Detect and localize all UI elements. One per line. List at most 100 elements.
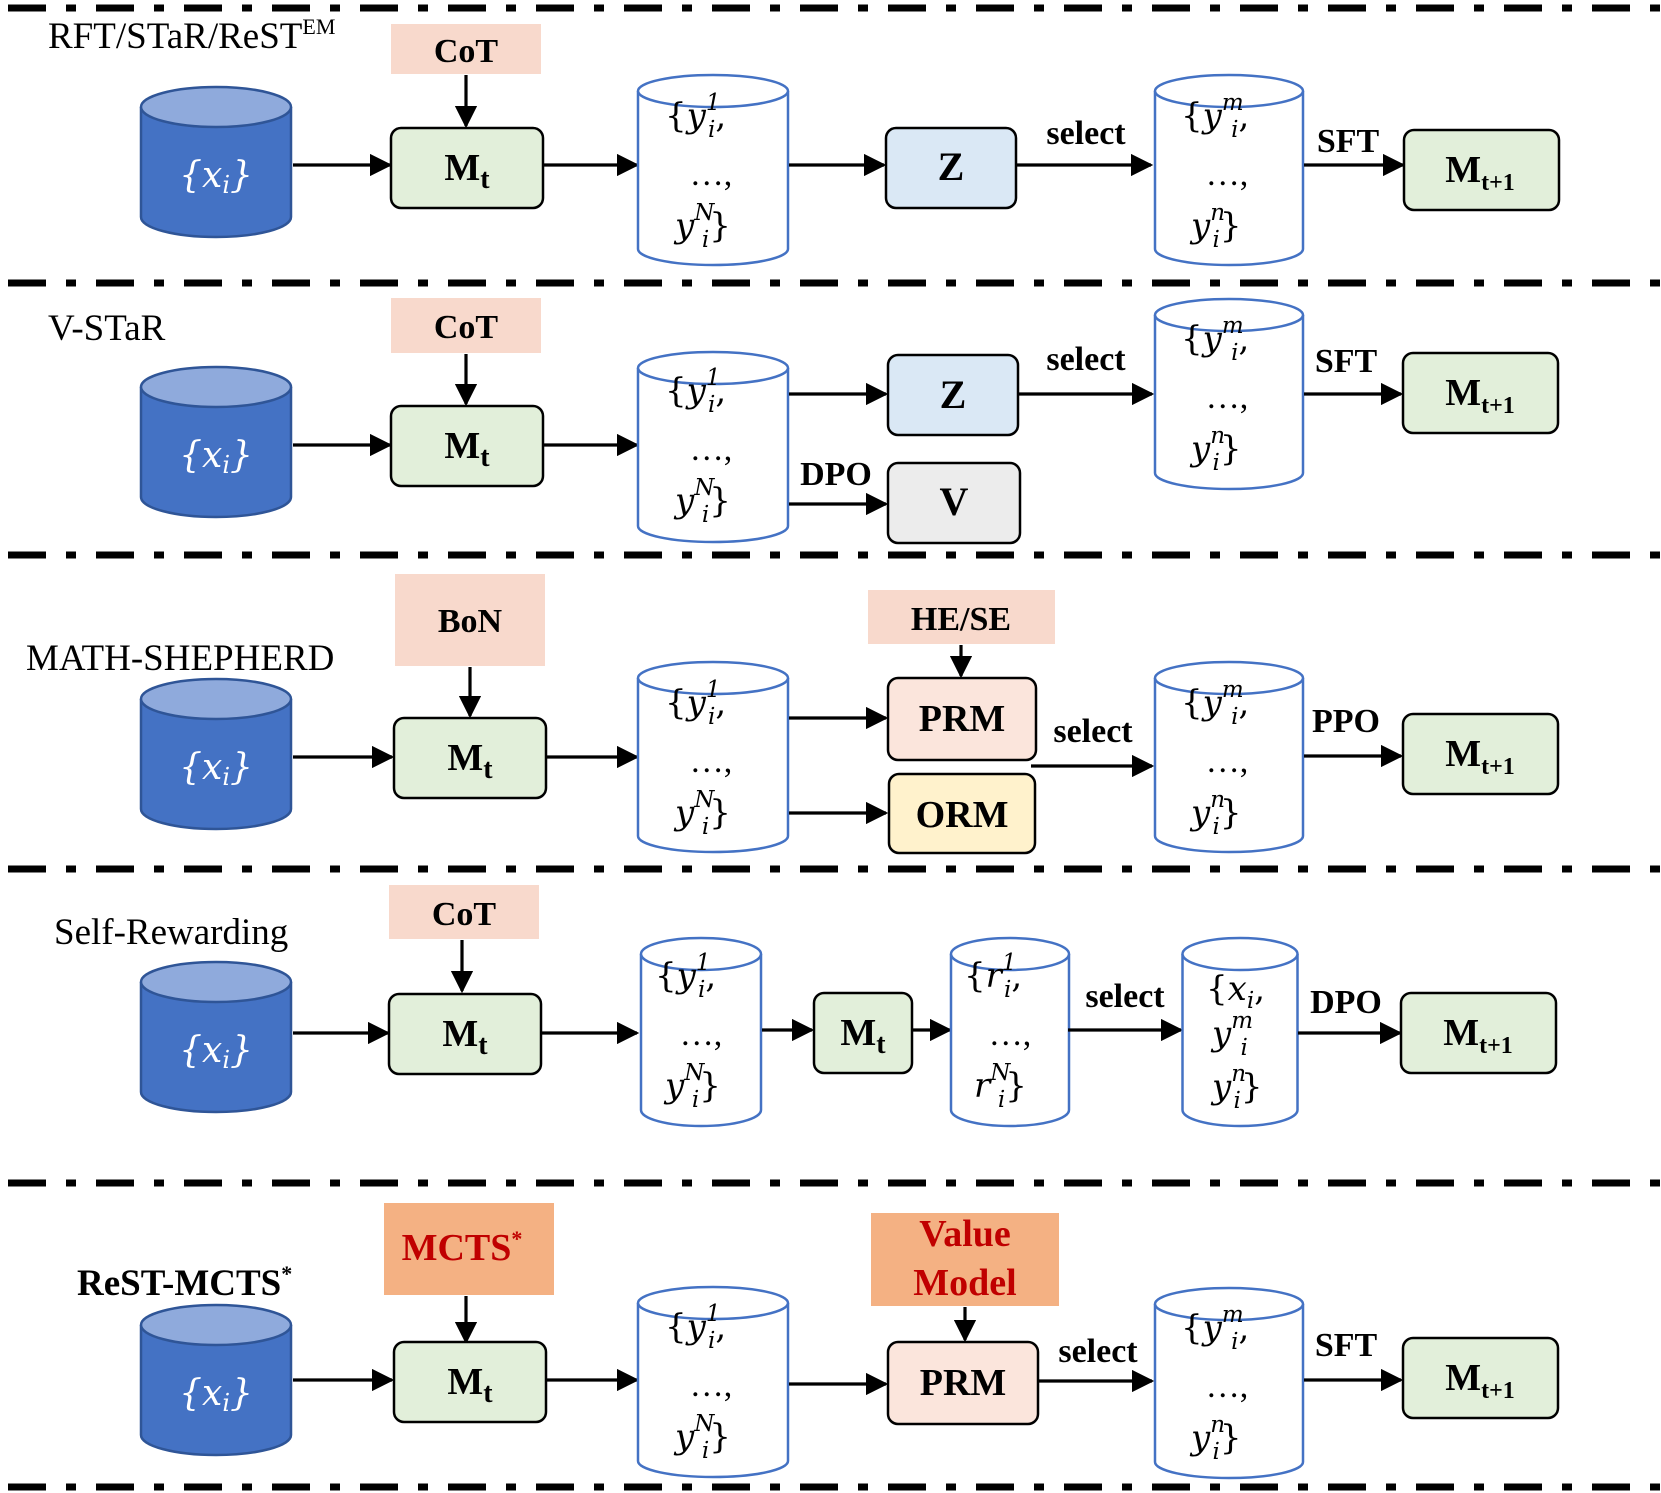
training-label: SFT xyxy=(1315,343,1378,380)
section-title: ReST-MCTS* xyxy=(77,1261,292,1304)
guide-box: CoT xyxy=(391,298,541,353)
ellipsis: …, xyxy=(690,1367,733,1404)
model-box-mt: Mt xyxy=(387,992,543,1076)
dataset-label: {xi} xyxy=(179,1373,253,1417)
select-label: select xyxy=(1058,1333,1138,1370)
model-label: Mt xyxy=(840,1012,886,1060)
guide-label: CoT xyxy=(434,309,499,346)
math-line: {xi, xyxy=(1206,969,1265,1014)
verifier-label: PRM xyxy=(919,698,1006,740)
model-label: Mt+1 xyxy=(1445,149,1515,196)
guide-box-highlight: MCTS* xyxy=(384,1203,554,1295)
section-title: V-STaR xyxy=(48,308,166,349)
ellipsis: …, xyxy=(1206,156,1249,193)
select-label: select xyxy=(1053,713,1133,750)
verifier-box-orm: ORM xyxy=(887,772,1037,855)
verifier-label: Z xyxy=(940,372,967,417)
guide-label: BoN xyxy=(438,603,503,640)
model-label: Mt xyxy=(447,1361,493,1409)
model-label: Mt xyxy=(444,147,490,195)
verifier-label: PRM xyxy=(920,1362,1007,1404)
model-box-mt: Mt xyxy=(392,1340,548,1424)
section-title: RFT/STaR/ReSTEM xyxy=(48,14,335,57)
select-label: select xyxy=(1085,978,1165,1015)
dpo-label: DPO xyxy=(800,456,872,493)
model-label: Mt xyxy=(442,1013,488,1061)
guide-box: BoN xyxy=(395,574,545,666)
guide-label: CoT xyxy=(434,33,499,70)
model-box-mt: Mt xyxy=(389,126,545,210)
training-label: PPO xyxy=(1312,703,1380,740)
model-label: Mt+1 xyxy=(1445,733,1515,780)
model-label: Mt xyxy=(447,737,493,785)
training-label: SFT xyxy=(1315,1327,1378,1364)
select-label: select xyxy=(1046,115,1126,152)
verifier-box-prm: PRM xyxy=(886,1340,1040,1426)
verifier-guide-box: HE/SE xyxy=(868,590,1055,644)
dataset-cylinder: {xi} xyxy=(139,1303,293,1457)
verifier-box-z: Z xyxy=(886,353,1020,437)
ellipsis: …, xyxy=(690,431,733,468)
select-label: select xyxy=(1046,341,1126,378)
verifier-guide-label: HE/SE xyxy=(911,601,1011,638)
dataset-cylinder: {xi} xyxy=(139,677,293,831)
verifier-guide-label: Model xyxy=(913,1262,1016,1304)
verifier-label: V xyxy=(940,479,969,524)
training-label: SFT xyxy=(1317,123,1380,160)
dataset-label: {xi} xyxy=(179,1030,253,1074)
verifier-box-prm: PRM xyxy=(886,676,1038,762)
ellipsis: …, xyxy=(690,743,733,780)
ellipsis: …, xyxy=(1206,1368,1249,1405)
model-box-mt1: Mt+1 xyxy=(1401,351,1560,435)
dataset-cylinder: {xi} xyxy=(139,960,293,1114)
model-label: Mt+1 xyxy=(1445,372,1515,419)
guide-label: CoT xyxy=(432,896,497,933)
verifier-label: Z xyxy=(938,144,965,189)
dataset-cylinder: {xi} xyxy=(139,85,293,239)
guide-box: CoT xyxy=(389,885,539,939)
model-box-mt1: Mt+1 xyxy=(1402,128,1561,212)
guide-label: MCTS* xyxy=(402,1226,523,1269)
verifier-label: ORM xyxy=(916,794,1009,836)
ellipsis: …, xyxy=(1206,743,1249,780)
dataset-label: {xi} xyxy=(179,155,253,199)
judge-box-mt: Mt xyxy=(812,991,914,1075)
dataset-label: {xi} xyxy=(179,435,253,479)
model-box-mt: Mt xyxy=(389,404,545,488)
ellipsis: …, xyxy=(680,1016,723,1053)
model-box-mt1: Mt+1 xyxy=(1401,712,1560,796)
training-label: DPO xyxy=(1310,984,1382,1021)
dataset-cylinder: {xi} xyxy=(139,365,293,519)
section-title: MATH-SHEPHERD xyxy=(26,638,334,679)
guide-box: CoT xyxy=(391,24,541,74)
